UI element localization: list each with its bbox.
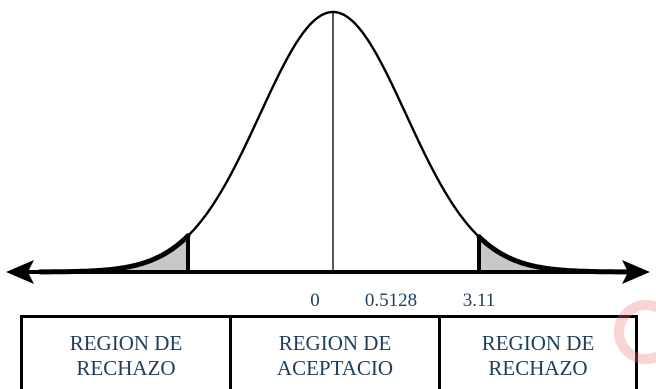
- tick-label: 0: [310, 290, 320, 311]
- rejection-region-right: REGION DE RECHAZO: [438, 318, 635, 389]
- critical-value-lines: [186, 233, 481, 272]
- region-right-line1: REGION DE: [481, 331, 595, 355]
- axis-arrow-right-icon: [622, 260, 650, 284]
- region-middle-line1: REGION DE: [278, 331, 392, 355]
- watermark-icon: [614, 300, 656, 364]
- tick-label: 3.11: [463, 290, 496, 311]
- region-left-line1: REGION DE: [69, 331, 183, 355]
- horizontal-axis: [6, 260, 650, 284]
- region-middle-line2: ACEPTACIO: [276, 356, 394, 380]
- rejection-region-left: REGION DE RECHAZO: [23, 318, 229, 389]
- region-left-line2: RECHAZO: [76, 356, 176, 380]
- axis-arrow-left-icon: [6, 260, 34, 284]
- bell-curve: [29, 10, 640, 274]
- tick-labels: 0 0.5128 3.11: [310, 290, 495, 311]
- region-boxes: REGION DE RECHAZO REGION DE ACEPTACIO RE…: [20, 315, 638, 389]
- tick-label: 0.5128: [365, 290, 417, 311]
- acceptance-region: REGION DE ACEPTACIO: [229, 318, 438, 389]
- region-right-line2: RECHAZO: [488, 356, 588, 380]
